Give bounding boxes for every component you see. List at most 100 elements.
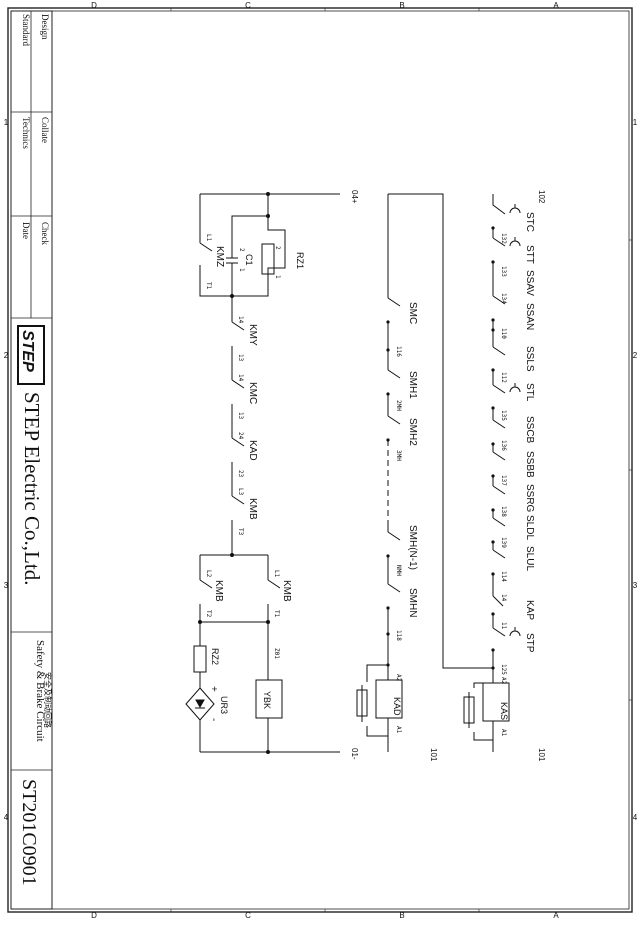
drawing-title-en: Safety & Brake Circuit — [34, 640, 46, 742]
node-139: 139 — [500, 537, 507, 548]
label-ssbb: SSBB — [524, 451, 535, 478]
label-smhn: SMHN — [407, 588, 418, 617]
node-110: 110 — [500, 328, 507, 339]
grid-col-2-left: 2 — [4, 351, 9, 360]
label-kmb-2: KMB — [281, 580, 292, 602]
cap-pin-1: 1 — [238, 268, 245, 272]
label-ur3: UR3 — [219, 696, 229, 714]
label-kap: KAP — [524, 600, 535, 620]
res-pin-2: 2 — [274, 246, 281, 250]
term-kmb-l1: L1 — [273, 570, 280, 578]
label-stp: STP — [524, 633, 535, 653]
coil-kad-door: KAD — [392, 697, 402, 716]
door-chain-labels: 101 SMC SMH1 SMH2 SMH(N-1) SMHN KAD 116 … — [392, 302, 438, 762]
node-2mh: 2MH — [395, 400, 402, 411]
drawing-title-cn: 安全及制动回路 — [43, 672, 53, 728]
title-block: Design Standard Collate Technics Check D… — [10, 10, 53, 910]
label-smh1: SMH1 — [407, 371, 418, 399]
node-a1-kad: A1 — [395, 726, 402, 734]
node-nmh: NMH — [395, 565, 402, 576]
safety-chain-labels: 102 101 STC STT SSAV SSAN SSLS STL SSCB … — [499, 190, 546, 762]
node-135: 135 — [500, 410, 507, 421]
node-114: 114 — [500, 571, 507, 582]
label-ssls: SSLS — [524, 346, 535, 372]
term-kmb-l3: L3 — [237, 488, 244, 496]
label-rz2: RZ2 — [210, 648, 220, 665]
node-112: 112 — [500, 372, 507, 383]
label-kad-brake: KAD — [247, 440, 258, 461]
node-138: 138 — [500, 506, 507, 517]
field-technics: Technics — [21, 117, 31, 149]
term-kad-24: 24 — [237, 432, 244, 440]
term-kmc-13: 13 — [237, 412, 244, 420]
grid-col-4-left: 4 — [4, 813, 9, 822]
term-kmz-t1: T1 — [205, 282, 212, 290]
label-kmc: KMC — [247, 382, 258, 404]
door-chain-dots — [386, 320, 390, 667]
grid-col-1-left: 1 — [4, 118, 9, 127]
label-smh2: SMH2 — [407, 418, 418, 446]
label-c1: C1 — [244, 254, 254, 266]
label-ssan: SSAN — [524, 303, 535, 330]
safety-chain — [388, 193, 521, 752]
field-collate: Collate — [40, 117, 50, 143]
node-3mh: 3MH — [395, 450, 402, 461]
brake-circuit-labels: 04+ 01- KMZ KMY KMC KAD KMB KMB KMB L1 T… — [205, 190, 359, 760]
grid-col-4-right: 4 — [633, 813, 638, 822]
brake-circuit-dots — [198, 192, 270, 754]
outer-frame — [7, 7, 633, 913]
grid-row-a-top: A — [553, 1, 559, 10]
label-smc: SMC — [407, 302, 418, 324]
label-kmz: KMZ — [214, 246, 225, 267]
door-chain — [356, 194, 403, 752]
term-kmb-t3: T3 — [237, 528, 244, 536]
grid-row-c-top: C — [245, 1, 251, 10]
grid-row-b-top: B — [399, 1, 404, 10]
drawing-number: ST201C0901 — [18, 779, 40, 886]
node-132: 132 — [500, 233, 507, 244]
term-kmy-13: 13 — [237, 354, 244, 362]
label-rz1: RZ1 — [295, 252, 305, 269]
brake-circuit — [185, 193, 340, 753]
label-slul: SLUL — [524, 546, 535, 571]
field-date: Date — [21, 222, 31, 239]
node-z01: Z01 — [273, 648, 280, 659]
term-kmc-14: 14 — [237, 374, 244, 382]
wire-102: 102 — [537, 190, 546, 204]
term-kmb-t2: T2 — [205, 610, 212, 618]
node-a1-kas: A1 — [500, 729, 507, 737]
inner-frame — [51, 10, 630, 910]
grid-row-d-bottom: D — [91, 911, 97, 920]
label-ssrg: SSRG — [524, 484, 535, 513]
rectifier-minus: - — [208, 718, 219, 721]
node-a2-kas: A2 — [500, 677, 507, 685]
grid-col-3-right: 3 — [633, 581, 638, 590]
wire-01-minus: 01- — [350, 748, 359, 760]
label-ssav: SSAV — [524, 270, 535, 296]
node-137: 137 — [500, 475, 507, 486]
cap-pin-2: 2 — [238, 248, 245, 252]
grid-row-c-bottom: C — [245, 911, 251, 920]
term-kmy-14: 14 — [237, 316, 244, 324]
label-kmb-3: KMB — [213, 580, 224, 602]
node-a2-kad: A2 — [395, 674, 402, 682]
node-14: 14 — [500, 594, 507, 602]
label-stt: STT — [524, 245, 535, 264]
node-136: 136 — [500, 440, 507, 451]
term-kmb-l2: L2 — [205, 570, 212, 578]
grid-col-1-right: 1 — [633, 118, 638, 127]
grid-row-d-top: D — [91, 1, 97, 10]
label-stl: STL — [524, 383, 535, 402]
step-logo: STEP — [17, 325, 45, 385]
node-118: 118 — [395, 630, 402, 641]
field-standard: Standard — [21, 14, 31, 46]
label-kmy: KMY — [247, 324, 258, 346]
term-kmb-t1: T1 — [273, 610, 280, 618]
field-check: Check — [40, 222, 50, 245]
company-name: STEP Electric Co.,Ltd. — [20, 392, 44, 585]
rectifier-plus: + — [208, 686, 219, 692]
label-sscb: SSCB — [524, 416, 535, 444]
logo-text: STEP — [19, 330, 36, 372]
